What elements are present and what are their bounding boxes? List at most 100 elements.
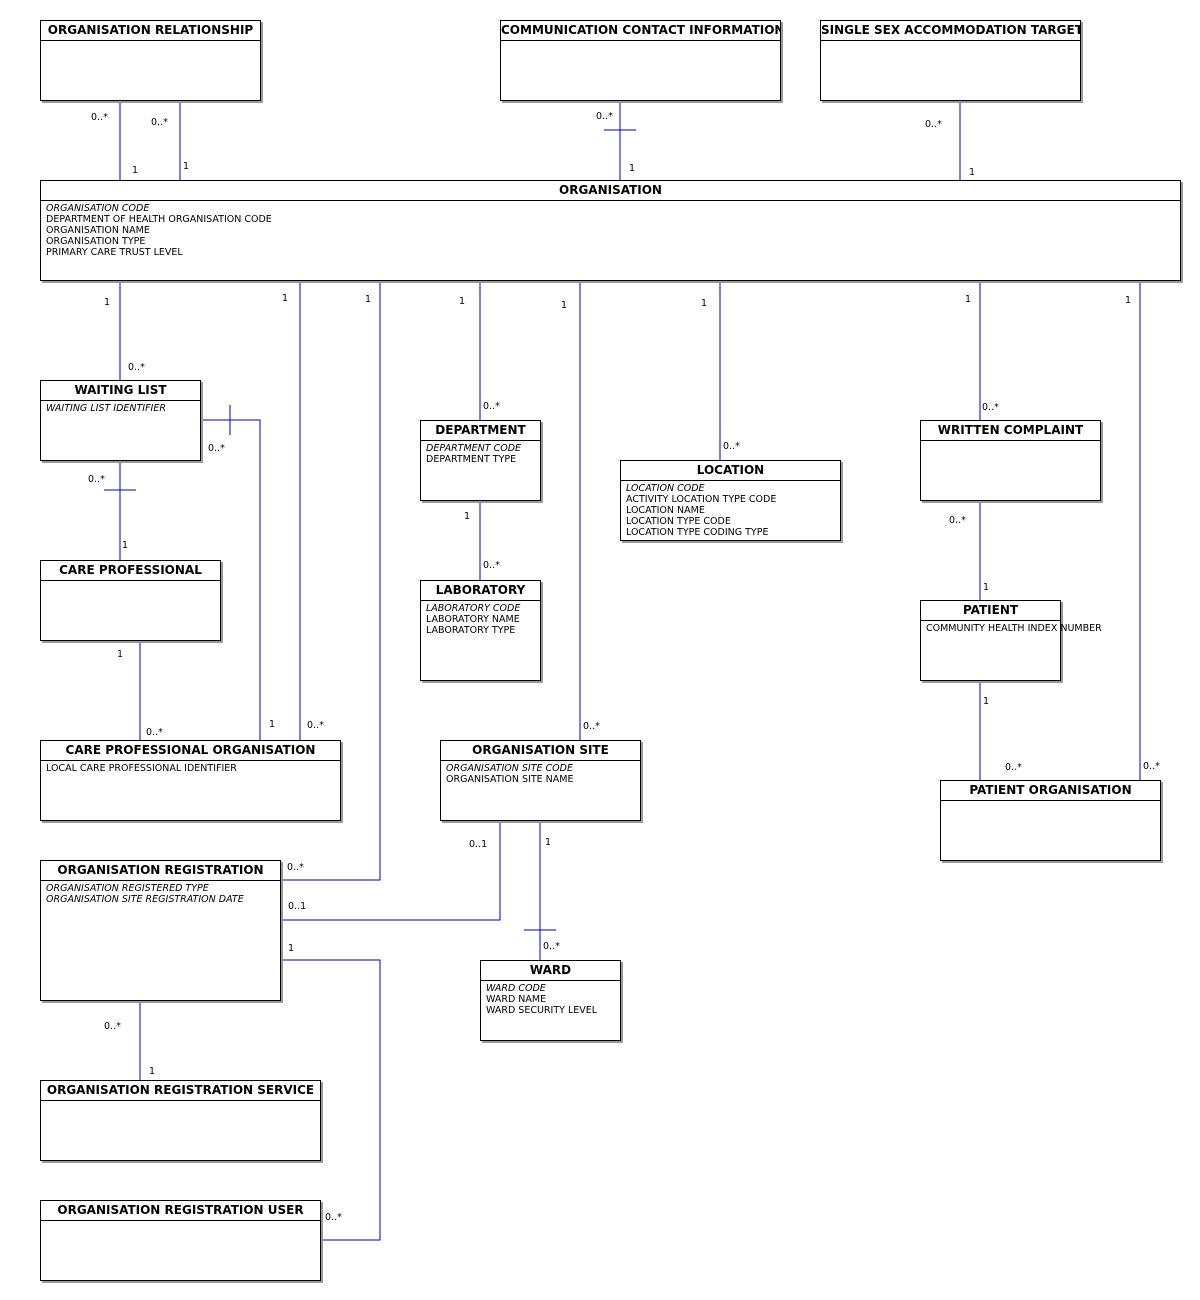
attribute-list: COMMUNITY HEALTH INDEX NUMBER [921,621,1102,634]
multiplicity-label: 1 [132,165,139,176]
entity-organisation-site[interactable]: ORGANISATION SITE ORGANISATION SITE CODE… [440,740,641,821]
entity-organisation-registration-user[interactable]: ORGANISATION REGISTRATION USER [40,1200,321,1281]
entity-patient[interactable]: PATIENT COMMUNITY HEALTH INDEX NUMBER [920,600,1102,681]
attribute: WARD NAME [486,994,547,1005]
multiplicity-label: 1 [282,293,289,304]
multiplicity-label: 0..* [1005,762,1022,773]
key-attribute: WARD CODE [486,983,546,994]
key-attribute: DEPARTMENT CODE [426,443,522,454]
attribute-list: WAITING LIST IDENTIFIER [41,401,200,414]
multiplicity-label: 0..* [91,112,108,123]
entity-written-complaint[interactable]: WRITTEN COMPLAINT [920,420,1101,501]
multiplicity-label: 1 [629,163,636,174]
entity-single-sex-accommodation-target[interactable]: SINGLE SEX ACCOMMODATION TARGET [820,20,1081,101]
entity-title: CARE PROFESSIONAL ORGANISATION [41,741,340,761]
attribute: ACTIVITY LOCATION TYPE CODE [626,494,777,505]
attribute: ORGANISATION TYPE [46,236,146,247]
attribute-list [921,441,1100,443]
attribute-list [41,1221,320,1223]
attribute-list: LOCAL CARE PROFESSIONAL IDENTIFIER [41,761,340,774]
entity-title: LABORATORY [421,581,540,601]
multiplicity-label: 1 [183,161,190,172]
attribute-list [41,1101,320,1103]
entity-title: WRITTEN COMPLAINT [921,421,1100,441]
entity-organisation-relationship[interactable]: ORGANISATION RELATIONSHIP [40,20,261,101]
multiplicity-label: 0..* [88,474,105,485]
entity-title: DEPARTMENT [421,421,540,441]
attribute: LOCATION TYPE CODE [626,516,731,527]
multiplicity-label: 1 [965,294,972,305]
key-attribute: ORGANISATION SITE CODE [446,763,573,774]
entity-title: LOCATION [621,461,840,481]
entity-waiting-list[interactable]: WAITING LIST WAITING LIST IDENTIFIER [40,380,201,461]
multiplicity-label: 0..* [925,119,942,130]
multiplicity-label: 1 [149,1066,156,1077]
entity-title: SINGLE SEX ACCOMMODATION TARGET [821,21,1080,41]
attribute-list [41,581,220,583]
multiplicity-label: 0..* [287,862,304,873]
multiplicity-label: 1 [701,298,708,309]
multiplicity-label: 0..1 [288,901,307,912]
entity-care-professional[interactable]: CARE PROFESSIONAL [40,560,221,641]
multiplicity-label: 1 [288,943,295,954]
multiplicity-label: 0..1 [469,839,488,850]
key-attribute: ORGANISATION SITE REGISTRATION DATE [46,894,244,905]
multiplicity-label: 1 [104,297,111,308]
entity-organisation-registration[interactable]: ORGANISATION REGISTRATION ORGANISATION R… [40,860,281,1001]
link-reg-user [282,959,381,1241]
multiplicity-label: 1 [969,167,976,178]
multiplicity-label: 1 [1125,295,1132,306]
attribute-list [501,41,780,43]
entity-communication-contact-information[interactable]: COMMUNICATION CONTACT INFORMATION [500,20,781,101]
entity-title: COMMUNICATION CONTACT INFORMATION [501,21,780,41]
attribute: ORGANISATION NAME [46,225,150,236]
multiplicity-label: 0..* [583,721,600,732]
entity-title: ORGANISATION REGISTRATION SERVICE [41,1081,320,1101]
entity-title: ORGANISATION RELATIONSHIP [41,21,260,41]
multiplicity-label: 0..* [151,117,168,128]
entity-patient-organisation[interactable]: PATIENT ORGANISATION [940,780,1161,861]
multiplicity-label: 0..* [949,515,966,526]
multiplicity-label: 1 [983,696,990,707]
attribute: PRIMARY CARE TRUST LEVEL [46,247,183,258]
attribute: LABORATORY NAME [426,614,520,625]
entity-title: CARE PROFESSIONAL [41,561,220,581]
attribute: LOCATION NAME [626,505,705,516]
entity-title: WARD [481,961,620,981]
key-attribute: LOCATION CODE [626,483,705,494]
multiplicity-label: 1 [464,511,471,522]
multiplicity-label: 1 [561,300,568,311]
entity-organisation-registration-service[interactable]: ORGANISATION REGISTRATION SERVICE [40,1080,321,1161]
multiplicity-label: 0..* [1143,761,1160,772]
attribute-list [821,41,1080,43]
multiplicity-label: 1 [365,294,372,305]
multiplicity-label: 0..* [982,402,999,413]
attribute: COMMUNITY HEALTH INDEX NUMBER [926,623,1102,634]
attribute-list [41,41,260,43]
link-org-registration [282,281,381,881]
attribute: ORGANISATION SITE NAME [446,774,574,785]
entity-title: ORGANISATION REGISTRATION [41,861,280,881]
attribute: LABORATORY TYPE [426,625,516,636]
multiplicity-label: 1 [545,837,552,848]
key-attribute: ORGANISATION CODE [46,203,150,214]
link-site-registration [282,821,501,921]
entity-title: PATIENT [921,601,1060,621]
attribute: LOCAL CARE PROFESSIONAL IDENTIFIER [46,763,237,774]
key-attribute: ORGANISATION REGISTERED TYPE [46,883,209,894]
entity-care-professional-organisation[interactable]: CARE PROFESSIONAL ORGANISATION LOCAL CAR… [40,740,341,821]
multiplicity-label: 0..* [543,941,560,952]
entity-title: ORGANISATION SITE [441,741,640,761]
